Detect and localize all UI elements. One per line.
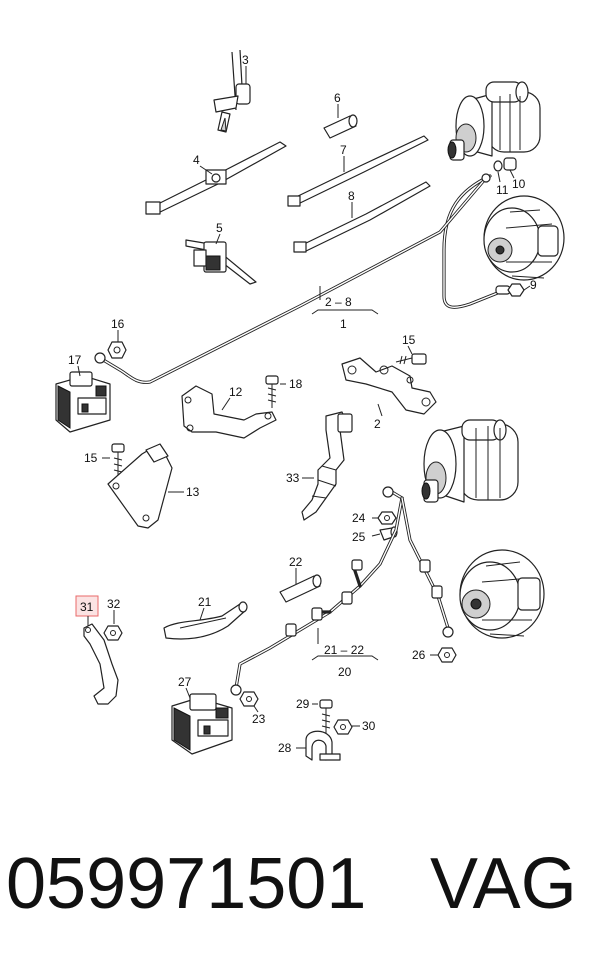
callout-22: 22 [289,555,303,569]
callout-6: 6 [334,91,341,105]
part-32-nut [103,625,123,641]
callout-31-highlight [75,595,99,617]
alternator-middle [459,549,545,639]
callout-17: 17 [68,353,82,367]
callout-15-lower: 15 [84,451,98,465]
callout-7: 7 [340,143,347,157]
callout-18: 18 [289,377,303,391]
part-1-cable-terminals [94,173,491,364]
part-10-11-sleeves [493,157,517,172]
part-12-bracket [181,385,277,439]
callout-26: 26 [412,648,426,662]
group-bracket-1 [311,286,379,315]
callout-15-upper: 15 [402,333,416,347]
callout-25: 25 [352,530,366,544]
callout-29: 29 [296,697,310,711]
part-9-terminal-nut [495,283,525,297]
part-17-fuse-box [55,371,111,433]
callout-28: 28 [278,741,292,755]
part-29-bolt [319,699,333,736]
part-30-nut [333,719,353,735]
callout-20: 20 [338,665,352,679]
starter-motor-top [447,81,541,161]
part-number: 059971501 [6,844,367,924]
callout-21-22: 21 – 22 [324,643,364,657]
callout-30: 30 [362,719,376,733]
callout-13: 13 [186,485,200,499]
part-8-cable-tie [293,181,431,253]
part-22-sleeve [279,574,322,603]
part-15-bolt-upper [395,353,427,365]
part-6-sleeve [323,114,358,139]
part-13-bracket [107,443,173,529]
callout-16: 16 [111,317,125,331]
part-2-bracket [341,357,437,415]
callout-2-8: 2 – 8 [325,295,352,309]
callout-31: 31 [80,600,94,614]
part-5-holder [185,239,257,285]
callout-9: 9 [530,278,537,292]
part-26-nut [437,647,457,663]
callout-8: 8 [348,189,355,203]
callout-2: 2 [374,417,381,431]
group-bracket-20 [311,628,379,661]
part-21-tube [163,601,248,640]
callout-23: 23 [252,712,266,726]
callout-33: 33 [286,471,300,485]
part-31-bracket [83,623,119,705]
callout-4: 4 [193,153,200,167]
callout-32: 32 [107,597,121,611]
callout-3: 3 [242,53,249,67]
callout-11: 11 [496,183,509,197]
callout-1: 1 [340,317,347,331]
part-16-nut [107,341,127,359]
part-23-nut [239,691,259,707]
part-4-cable-tie [145,141,287,215]
footer: 059971501 VAG [0,840,600,971]
starter-motor-middle [421,419,519,503]
callout-12: 12 [229,385,243,399]
callout-27: 27 [178,675,192,689]
brand-name: VAG [430,844,577,924]
callout-21: 21 [198,595,212,609]
part-20-harness-details [230,486,454,696]
part-3-clip [213,49,251,133]
part-24-nut [377,511,397,525]
part-28-clamp [305,730,341,761]
part-33-bracket [301,411,353,521]
part-7-cable-tie [287,135,429,207]
callout-24: 24 [352,511,366,525]
parts-diagram: 3 4 5 6 7 8 [55,49,565,761]
alternator-top [483,195,565,281]
part-27-fuse-box [171,693,233,755]
part-18-bolt [265,375,279,408]
callout-10: 10 [512,177,526,191]
callout-5: 5 [216,221,223,235]
